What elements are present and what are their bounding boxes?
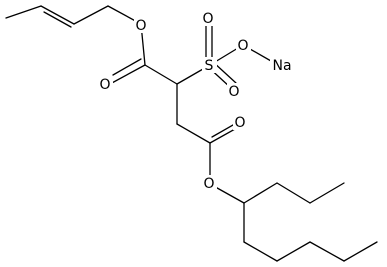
- bonds: [5, 5, 378, 262]
- bond: [176, 123, 211, 144]
- bond: [144, 64, 178, 85]
- atom-o-sulfonyl-bottom: O: [228, 84, 239, 100]
- bond: [5, 5, 42, 19]
- double-bond: [40, 5, 75, 25]
- atom-sodium: Na: [272, 58, 291, 74]
- bond: [309, 182, 345, 204]
- atom-o-ester-bottom: O: [203, 176, 214, 192]
- bond: [309, 241, 345, 262]
- atom-sulfur: S: [205, 58, 214, 74]
- carbonyl-double-bond-inner: [112, 58, 142, 76]
- atom-labels: O O S O O O Na O O: [98, 10, 294, 192]
- bond: [343, 241, 378, 262]
- atom-o-sulfonyl-top: O: [202, 11, 213, 27]
- bond: [276, 241, 311, 262]
- bond: [243, 182, 278, 204]
- atom-o-carbonyl-bottom: O: [234, 115, 245, 131]
- atom-o-carbonyl-top: O: [99, 77, 110, 93]
- atom-o-ester-top: O: [135, 18, 146, 34]
- bond: [276, 182, 311, 204]
- double-bond-inner: [43, 11, 72, 28]
- bond: [243, 241, 278, 262]
- bond: [73, 5, 109, 25]
- atom-o-sulfonate: O: [237, 38, 248, 54]
- carbonyl-double-bond: [109, 64, 146, 85]
